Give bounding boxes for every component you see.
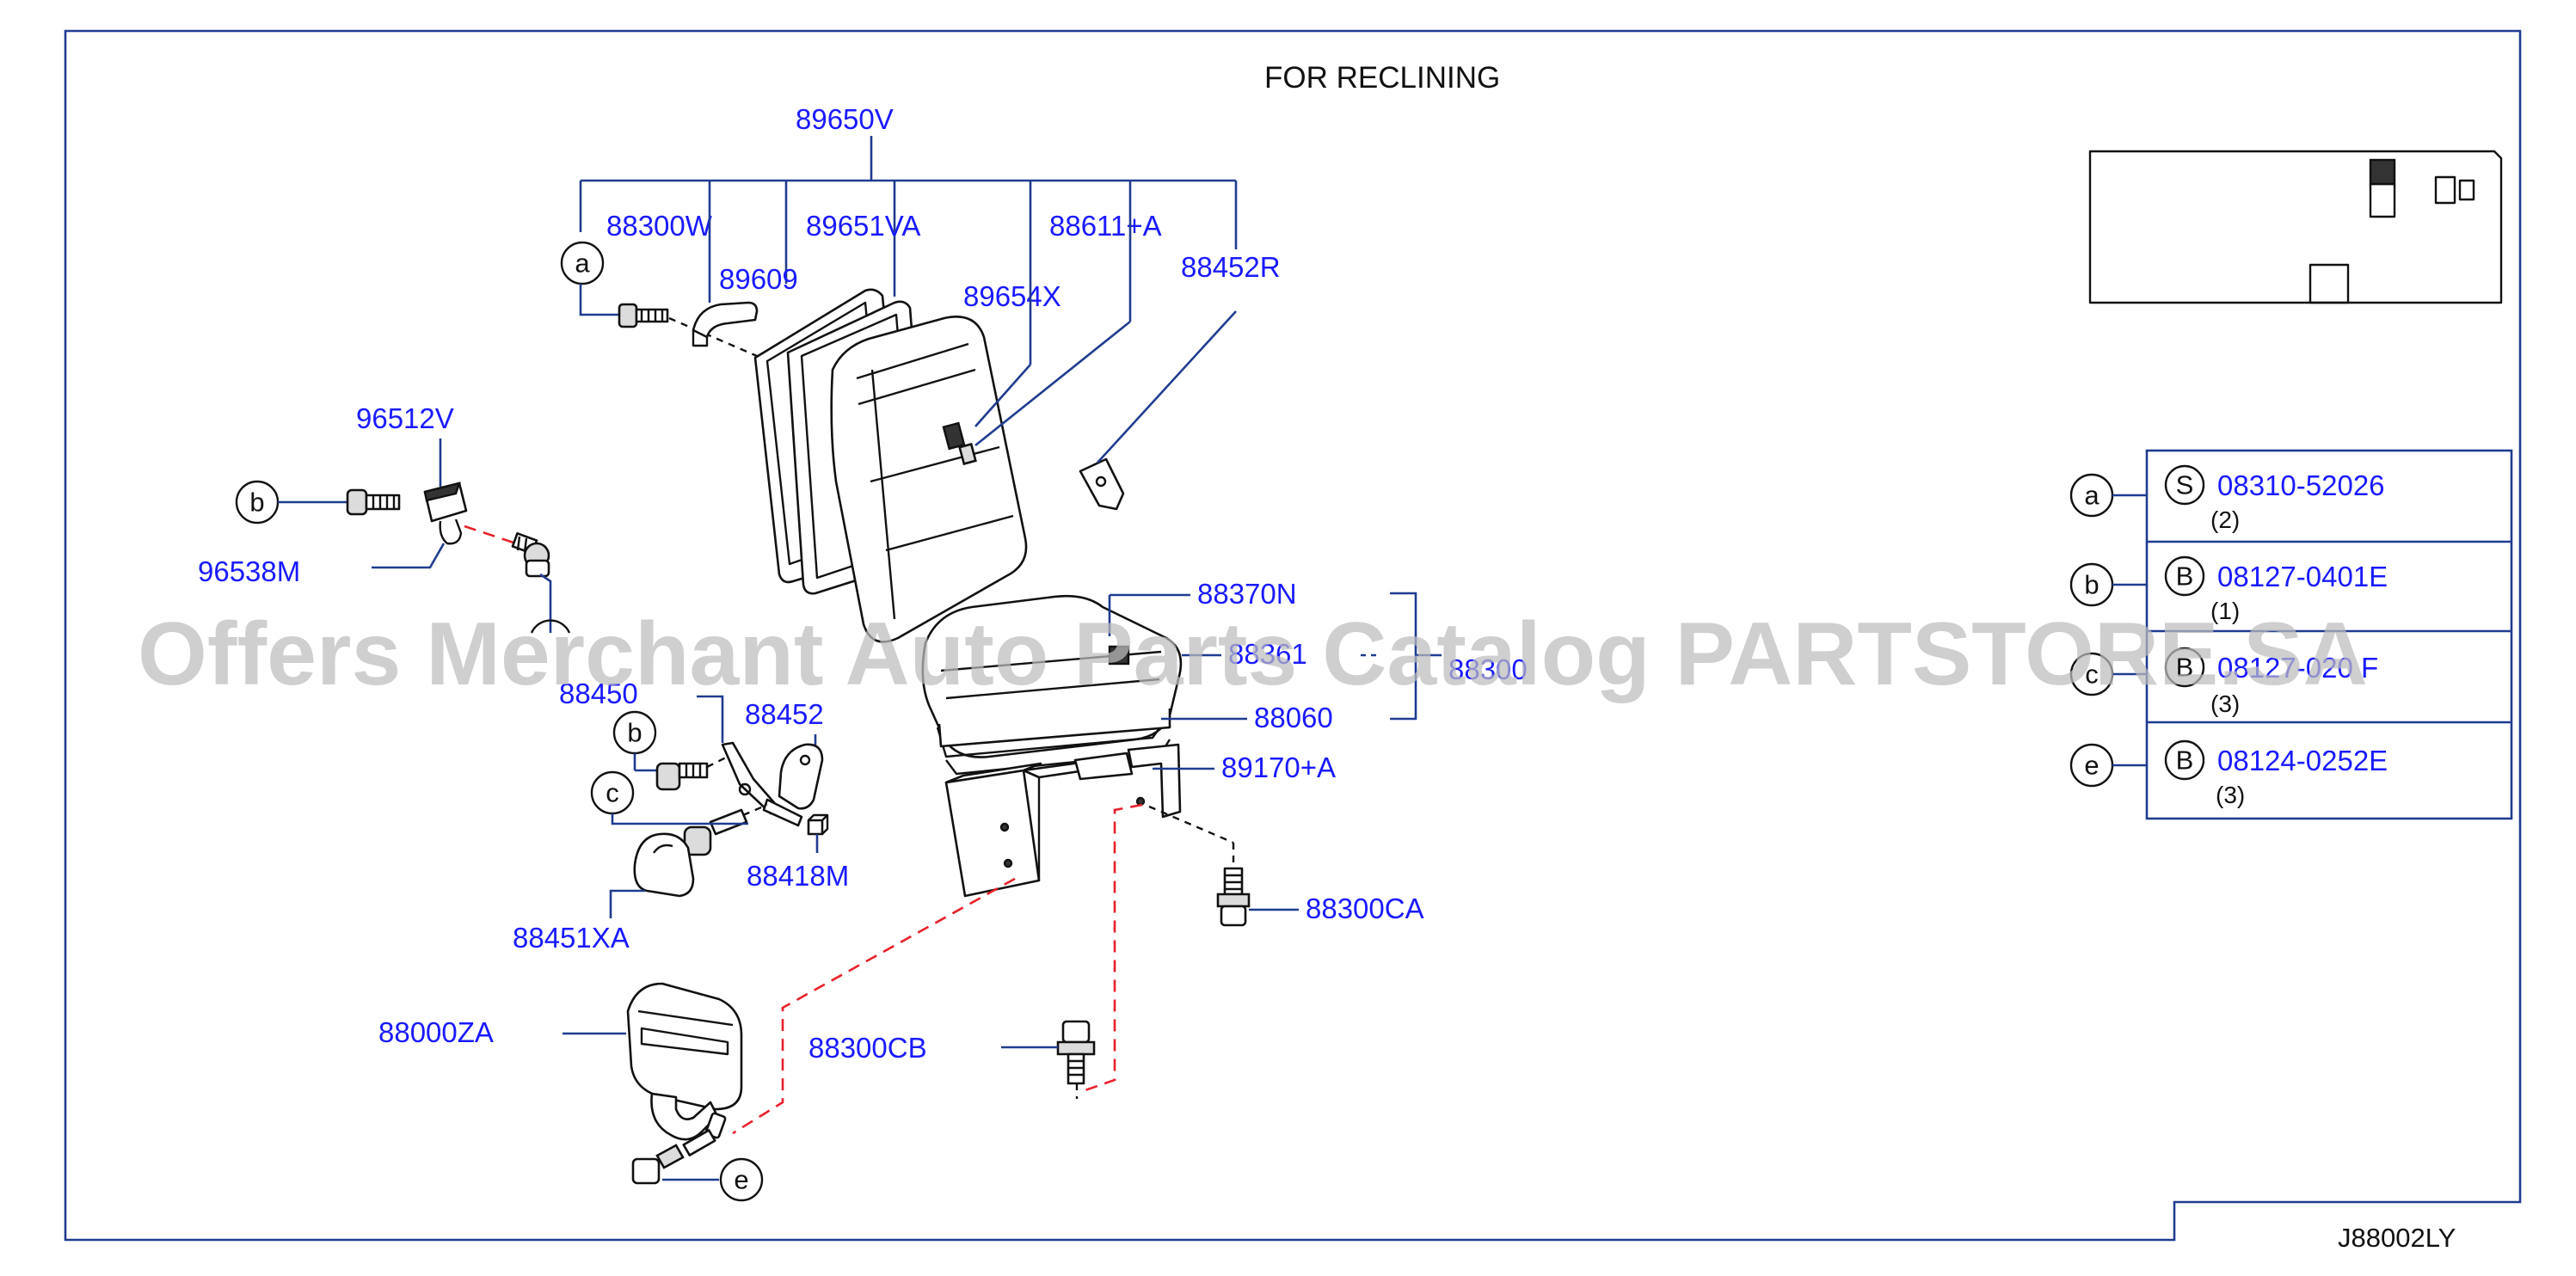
bolt-row-e[interactable]: e B 08124-0252E (3) <box>2069 739 2388 808</box>
svg-text:08127-0401E: 08127-0401E <box>2217 561 2388 592</box>
clip-88418M-icon <box>807 813 829 836</box>
svg-text:08124-0252E: 08124-0252E <box>2217 745 2388 776</box>
label-88452R[interactable]: 88452R <box>1181 251 1281 283</box>
bolt-88300CA-icon <box>1216 867 1251 927</box>
svg-text:B: B <box>2176 745 2194 776</box>
label-88451XA[interactable]: 88451XA <box>513 922 630 954</box>
headrest-clip-icon <box>692 301 759 347</box>
recliner-cover-88452-icon <box>778 743 824 810</box>
bracket-88452R-icon <box>1079 457 1125 511</box>
svg-text:(1): (1) <box>2210 598 2240 624</box>
bolt-row-a[interactable]: a S 08310-52026 (2) <box>2069 464 2385 533</box>
svg-text:(3): (3) <box>2210 690 2240 717</box>
bolt-e-icon <box>631 1129 716 1185</box>
label-96538M[interactable]: 96538M <box>198 555 300 587</box>
knob-88451XA-icon <box>633 832 695 898</box>
bracket-88300 <box>1361 592 1442 721</box>
svg-text:e: e <box>2084 751 2099 781</box>
callout-b-upper[interactable]: b <box>235 480 280 525</box>
svg-text:(2): (2) <box>2210 506 2240 533</box>
bolt-row-c[interactable]: c B 08127-020 F (3) <box>2069 647 2378 717</box>
vehicle-location-thumbnail <box>2088 150 2503 304</box>
label-89609[interactable]: 89609 <box>719 263 798 295</box>
callout-b-lower[interactable]: b <box>612 710 657 755</box>
label-88418M[interactable]: 88418M <box>747 860 849 892</box>
callout-e[interactable]: e <box>719 1157 764 1202</box>
label-88370N[interactable]: 88370N <box>1197 578 1297 610</box>
svg-text:a: a <box>2084 481 2100 511</box>
label-88611A[interactable]: 88611+A <box>1049 210 1162 242</box>
bolt-88300CB-icon <box>1056 1020 1096 1085</box>
label-88300W[interactable]: 88300W <box>606 210 713 242</box>
diagram-frame <box>64 29 2522 1242</box>
svg-text:S: S <box>2176 470 2194 500</box>
svg-text:c: c <box>606 778 619 808</box>
svg-text:b: b <box>627 718 642 748</box>
svg-text:08127-020 F: 08127-020 F <box>2217 652 2378 684</box>
seat-back-trim-icon <box>830 316 1028 643</box>
bracket-89650V <box>579 136 1238 297</box>
label-88361[interactable]: 88361 <box>1228 638 1307 670</box>
label-89650V[interactable]: 89650V <box>796 103 894 135</box>
label-88452[interactable]: 88452 <box>745 698 824 730</box>
seat-belt-buckle-icon <box>626 982 743 1141</box>
diagram-title: FOR RECLINING <box>1264 61 1500 95</box>
label-88300CA[interactable]: 88300CA <box>1306 893 1424 924</box>
bolt-96538M-icon <box>511 532 550 578</box>
svg-text:(3): (3) <box>2216 782 2245 808</box>
bolt-reference-table <box>2145 449 2513 820</box>
bolt-row-b[interactable]: b B 08127-0401E (1) <box>2069 555 2388 624</box>
connector-96512V-icon <box>423 482 468 545</box>
screw-c-icon <box>683 808 748 856</box>
callout-c[interactable]: c <box>590 770 635 815</box>
svg-text:B: B <box>2176 653 2194 683</box>
recliner-lever-icon <box>721 741 803 827</box>
seat-base-icon <box>944 743 1182 898</box>
svg-text:c: c <box>2085 659 2099 690</box>
watermark-text: Offers Merchant Auto Parts Catalog PARTS… <box>138 604 2368 704</box>
label-89651VA[interactable]: 89651VA <box>806 210 920 242</box>
label-88450[interactable]: 88450 <box>559 678 638 709</box>
svg-text:a: a <box>575 248 590 279</box>
label-89170A[interactable]: 89170+A <box>1221 751 1336 783</box>
label-88000ZA[interactable]: 88000ZA <box>378 1016 494 1048</box>
callout-c-partial[interactable] <box>530 619 571 634</box>
svg-text:08310-52026: 08310-52026 <box>2217 469 2385 501</box>
screw-b-icon <box>346 488 401 516</box>
screw-icon <box>618 303 669 328</box>
screw-b2-icon <box>655 762 709 791</box>
label-88060[interactable]: 88060 <box>1254 702 1333 733</box>
svg-text:b: b <box>2084 570 2099 600</box>
label-89654X[interactable]: 89654X <box>963 280 1061 312</box>
diagram-code: J88002LY <box>2338 1223 2456 1253</box>
svg-text:B: B <box>2176 561 2194 592</box>
label-96512V[interactable]: 96512V <box>356 402 454 434</box>
label-88300[interactable]: 88300 <box>1448 653 1528 685</box>
svg-text:b: b <box>249 488 264 518</box>
svg-text:e: e <box>734 1165 748 1195</box>
callout-a[interactable]: a <box>560 241 605 285</box>
label-88300CB[interactable]: 88300CB <box>808 1032 927 1064</box>
